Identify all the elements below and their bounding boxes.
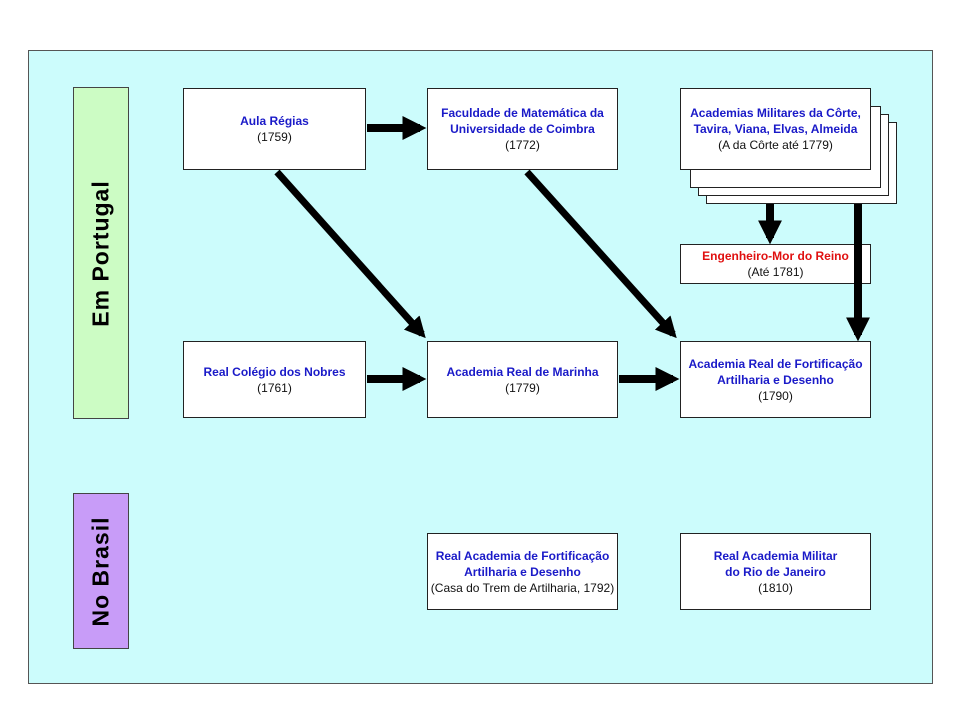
box-title-line-1: Academias Militares da Côrte, <box>690 106 861 120</box>
box-title: Aula Régias <box>240 114 309 128</box>
box-subtitle: (Casa do Trem de Artilharia, 1792) <box>430 580 615 595</box>
box-subtitle: (A da Côrte até 1779) <box>718 138 833 152</box>
box-real-academia-fortificacao-brasil: Real Academia de Fortificação Artilharia… <box>427 533 618 610</box>
box-subtitle: (1759) <box>257 130 292 144</box>
brasil-label: No Brasil <box>73 493 129 649</box>
box-aula-regias: Aula Régias (1759) <box>183 88 366 170</box>
box-title-line-2: Artilharia e Desenho <box>464 564 581 579</box>
box-subtitle: (Até 1781) <box>747 265 804 279</box>
box-title: Academia Real de Marinha <box>446 364 599 379</box>
portugal-label: Em Portugal <box>73 87 129 419</box>
box-subtitle: (1810) <box>758 580 793 595</box>
box-title-line-1: Real Academia Militar <box>713 548 838 563</box>
box-engenheiro-mor: Engenheiro-Mor do Reino (Até 1781) <box>680 244 871 284</box>
box-subtitle: (1761) <box>257 380 292 395</box>
box-subtitle: (1772) <box>505 138 540 152</box>
box-title-line-1: Academia Real de Fortificação <box>688 356 863 371</box>
box-title-line-2: Artilharia e Desenho <box>717 372 834 387</box>
box-academia-real-fortificacao: Academia Real de Fortificação Artilharia… <box>680 341 871 418</box>
box-subtitle: (1779) <box>505 380 540 395</box>
box-title-line-2: Universidade de Coimbra <box>450 122 595 136</box>
box-academias-militares: Academias Militares da Côrte, Tavira, Vi… <box>680 88 871 170</box>
box-title-line-1: Real Academia de Fortificação <box>435 548 610 563</box>
box-title-line-1: Faculdade de Matemática da <box>441 106 604 120</box>
box-real-academia-militar: Real Academia Militar do Rio de Janeiro … <box>680 533 871 610</box>
arrow-aula-to-marinha <box>274 169 426 339</box>
box-academia-real-marinha: Academia Real de Marinha (1779) <box>427 341 618 418</box>
box-title-line-2: do Rio de Janeiro <box>725 564 826 579</box>
box-title: Engenheiro-Mor do Reino <box>702 249 849 263</box>
box-title-line-2: Tavira, Viana, Elvas, Almeida <box>693 122 858 136</box>
box-title: Real Colégio dos Nobres <box>203 364 346 379</box>
box-subtitle: (1790) <box>758 388 793 403</box>
box-real-colegio-nobres: Real Colégio dos Nobres (1761) <box>183 341 366 418</box>
arrow-faculdade-to-fortificacao <box>524 169 677 339</box>
box-faculdade-matematica: Faculdade de Matemática da Universidade … <box>427 88 618 170</box>
